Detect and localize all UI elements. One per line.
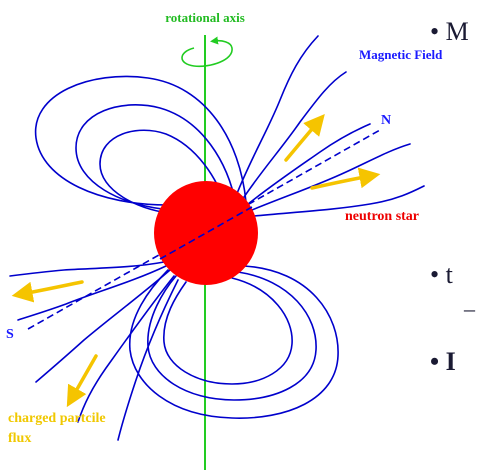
field-open-ne-4 <box>251 143 411 211</box>
flux-arrow-sw-left <box>11 280 84 303</box>
flux-arrow-ne-up <box>284 114 325 162</box>
field-loop-upper-inner <box>99 129 227 215</box>
flux-arrow-ne-right <box>310 167 381 190</box>
field-open-sw-4 <box>77 275 175 423</box>
field-open-ne-3 <box>247 123 371 205</box>
neutron-star-label: neutron star <box>345 209 419 224</box>
field-open-ne-1 <box>235 35 319 197</box>
field-open-ne-2 <box>241 71 347 201</box>
charged-flux-label-line2: flux <box>8 431 31 446</box>
flux-arrows <box>11 114 381 408</box>
field-loop-lower-inner <box>163 277 293 385</box>
bullet-second-sub: – <box>463 296 476 321</box>
field-loop-upper-middle <box>75 104 237 211</box>
field-open-sw-2 <box>17 265 167 321</box>
bullet-second: • t <box>430 260 454 289</box>
magnetic-axis-through-star <box>159 206 253 260</box>
magnetic-field-lines <box>9 35 425 441</box>
field-open-sw-1 <box>9 261 165 277</box>
field-loop-lower-middle <box>147 271 317 401</box>
rotation-arrow-icon <box>181 36 233 68</box>
field-open-sw-3 <box>35 269 171 383</box>
field-loop-lower-outer <box>129 265 339 419</box>
field-open-sw-5 <box>117 279 179 441</box>
bullet-first: • M <box>430 17 469 46</box>
field-open-ne-5 <box>253 185 425 217</box>
neutron-star-circle <box>154 181 258 285</box>
south-pole-label: S <box>6 327 14 342</box>
magnetic-field-label: Magnetic Field <box>359 47 443 62</box>
flux-arrow-sw-down <box>66 354 98 408</box>
field-loop-upper-outer <box>34 75 247 206</box>
north-pole-label: N <box>381 113 391 128</box>
charged-flux-label-line1: charged partcile <box>8 411 106 426</box>
bullet-third: • I <box>430 347 456 376</box>
rotational-axis-label: rotational axis <box>165 10 245 25</box>
